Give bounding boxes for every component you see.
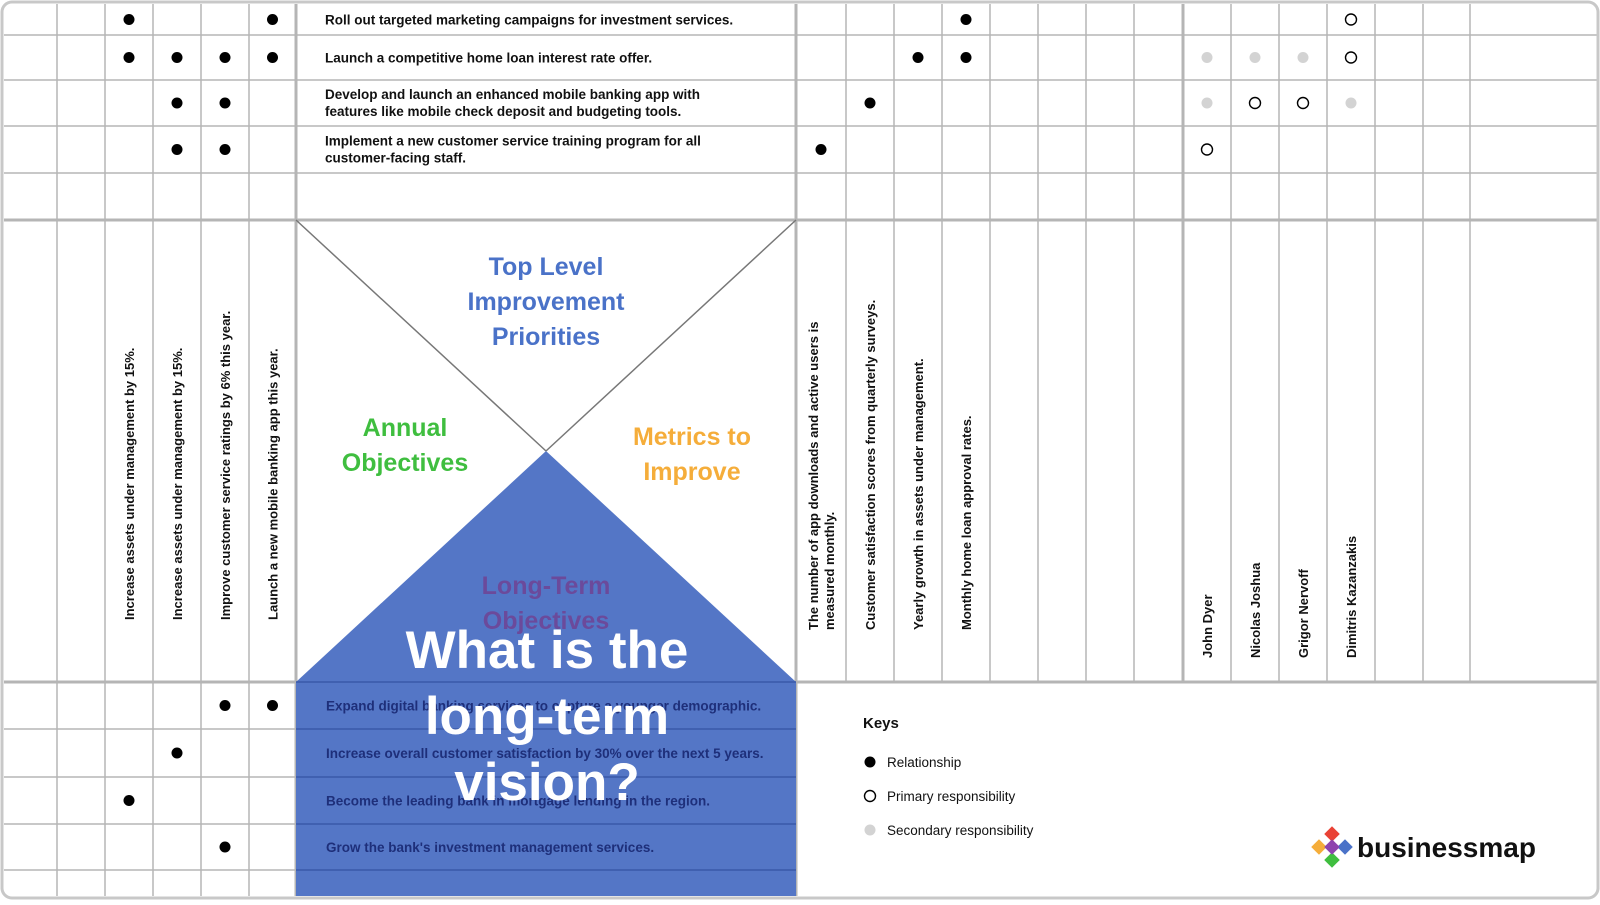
long-term-text: Become the leading bank in mortgage lend… <box>326 794 710 809</box>
secondary-responsibility-dot <box>1345 97 1357 109</box>
priority-text: Launch a competitive home loan interest … <box>325 51 652 66</box>
top-priorities-title: Improvement <box>468 288 626 316</box>
primary-responsibility-dot <box>1296 96 1310 110</box>
annual-objective-label: Increase assets under management by 15%. <box>170 348 185 620</box>
metrics-title: Metrics to <box>633 423 751 451</box>
secondary-responsibility-dot <box>1297 52 1309 63</box>
priority-text: customer-facing staff. <box>325 151 466 166</box>
relationship-dot <box>267 52 278 63</box>
person-label: John Dyer <box>1200 594 1215 658</box>
businessmap-logo: businessmap <box>1311 826 1536 868</box>
long-term-panel <box>296 682 796 896</box>
primary-responsibility-dot <box>1344 13 1358 26</box>
relationship-dot <box>171 747 183 759</box>
long-term-text: Expand digital banking services to captu… <box>326 699 761 714</box>
relationship-dot <box>123 14 135 25</box>
vision-question: long-term <box>425 687 669 746</box>
metric-label: The number of app downloads and active u… <box>806 322 821 630</box>
secondary-responsibility-dot <box>1201 52 1213 63</box>
vision-question: What is the <box>406 621 689 680</box>
priority-text: Implement a new customer service trainin… <box>325 134 701 149</box>
brand-name: businessmap <box>1357 832 1536 863</box>
relationship-dot <box>267 700 278 711</box>
top-priorities-title: Top Level <box>489 253 604 281</box>
metrics-title: Improve <box>643 458 740 486</box>
relationship-dot <box>219 52 231 63</box>
relationship-dot <box>960 52 972 63</box>
metric-label: Customer satisfaction scores from quarte… <box>863 300 878 630</box>
secondary-responsibility-dot <box>1201 97 1213 109</box>
long-term-triangle <box>296 451 796 682</box>
primary-responsibility-dot <box>863 789 877 803</box>
logo-diamond <box>1324 839 1340 855</box>
annual-objectives-title: Annual <box>363 414 448 442</box>
person-label: Nicolas Joshua <box>1248 562 1263 658</box>
matrix-dots <box>123 13 1358 853</box>
relationship-dot <box>123 795 135 806</box>
priority-text: Develop and launch an enhanced mobile ba… <box>325 87 700 102</box>
top-priorities-title: Priorities <box>492 323 600 351</box>
long-term-text: Grow the bank's investment management se… <box>326 840 654 855</box>
relationship-dot <box>123 52 135 63</box>
annual-objectives-title: Objectives <box>342 449 468 477</box>
relationship-dot <box>171 144 183 155</box>
logo-diamond <box>1324 826 1340 842</box>
logo-diamond <box>1337 839 1353 855</box>
metric-label: Monthly home loan approval rates. <box>959 415 974 630</box>
relationship-dot <box>912 52 924 63</box>
primary-responsibility-dot <box>1248 96 1262 110</box>
secondary-responsibility-dot <box>1249 52 1261 63</box>
relationship-dot <box>864 97 876 109</box>
logo-diamond <box>1324 852 1340 868</box>
relationship-dot <box>815 144 827 155</box>
secondary-responsibility-dot <box>864 824 876 836</box>
key-label: Primary responsibility <box>887 789 1016 804</box>
relationship-dot <box>864 756 876 768</box>
relationship-dot <box>267 14 278 25</box>
primary-responsibility-dot <box>1200 143 1214 156</box>
long-term-objectives-title: Long-Term <box>482 572 611 600</box>
long-term-text: Increase overall customer satisfaction b… <box>326 746 763 761</box>
primary-responsibility-dot <box>1344 51 1358 64</box>
vision-question: vision? <box>454 753 640 812</box>
relationship-dot <box>219 97 231 109</box>
annual-objective-label: Launch a new mobile banking app this yea… <box>266 348 281 620</box>
x-diagonal-left <box>295 219 547 452</box>
keys-title: Keys <box>863 715 899 732</box>
annual-objective-label: Increase assets under management by 15%. <box>122 348 137 620</box>
relationship-dot <box>219 700 231 711</box>
metric-label: Yearly growth in assets under management… <box>911 358 926 630</box>
relationship-dot <box>171 52 183 63</box>
priority-text: features like mobile check deposit and b… <box>325 104 681 119</box>
person-label: Grigor Nervoff <box>1296 568 1311 658</box>
metric-label: measured monthly. <box>822 512 837 630</box>
annual-objective-label: Improve customer service ratings by 6% t… <box>218 311 233 620</box>
relationship-dot <box>219 841 231 853</box>
relationship-dot <box>219 144 231 155</box>
relationship-dot <box>960 14 972 25</box>
grid-lines <box>4 4 1598 896</box>
key-label: Secondary responsibility <box>887 823 1034 838</box>
person-label: Dimitris Kazanzakis <box>1344 536 1359 658</box>
relationship-dot <box>171 97 183 109</box>
long-term-objectives-title: Objectives <box>483 607 609 635</box>
priority-text: Roll out targeted marketing campaigns fo… <box>325 13 733 28</box>
key-label: Relationship <box>887 755 961 770</box>
logo-diamond <box>1311 839 1327 855</box>
x-diagonal-right <box>545 219 797 452</box>
